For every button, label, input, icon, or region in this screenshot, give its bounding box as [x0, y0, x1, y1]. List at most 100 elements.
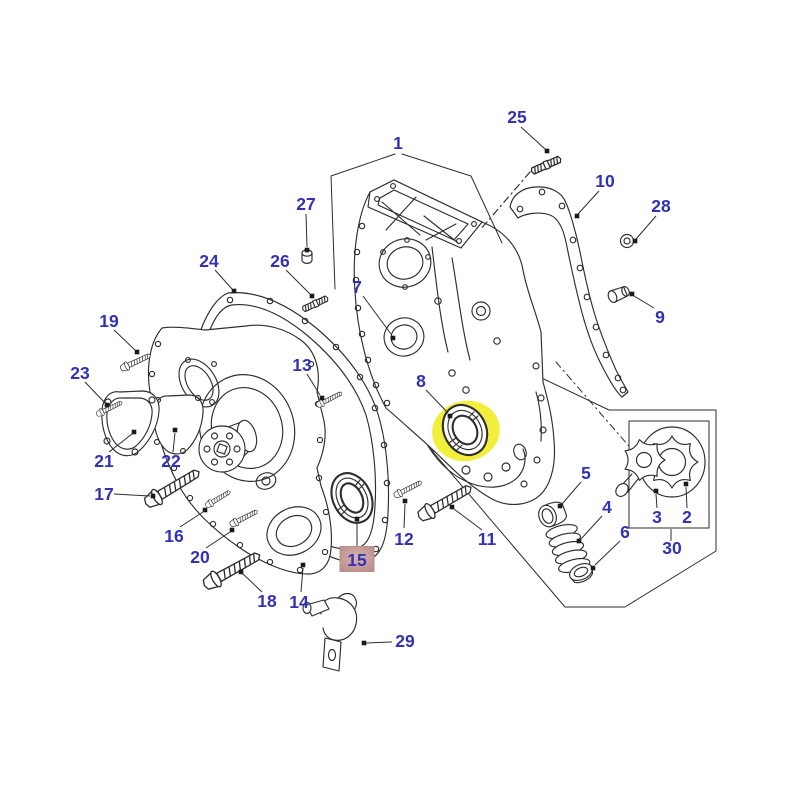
callout-12[interactable]: 12 [394, 498, 414, 549]
callout-25[interactable]: 25 [507, 107, 550, 154]
callout-3[interactable]: 3 [652, 488, 662, 527]
callout-number-14[interactable]: 14 [289, 592, 309, 612]
leader-dot-6 [590, 565, 596, 571]
callout-23[interactable]: 23 [70, 363, 110, 408]
callout-number-23[interactable]: 23 [70, 363, 90, 383]
leader-line-21 [108, 433, 133, 453]
callout-26[interactable]: 26 [270, 251, 315, 299]
callout-24[interactable]: 24 [199, 251, 237, 294]
callout-number-2[interactable]: 2 [682, 507, 692, 527]
callout-30[interactable]: 30 [662, 529, 682, 558]
leader-dot-15 [354, 516, 360, 522]
callout-number-17[interactable]: 17 [94, 484, 113, 504]
leader-line-29 [365, 641, 393, 644]
leader-line-28 [635, 215, 657, 240]
callout-number-26[interactable]: 26 [270, 251, 290, 271]
leader-dot-27 [304, 247, 310, 253]
callout-number-6[interactable]: 6 [620, 522, 630, 542]
callout-27[interactable]: 27 [296, 194, 316, 253]
callout-7[interactable]: 7 [352, 277, 396, 341]
callout-28[interactable]: 28 [632, 196, 671, 244]
part-25-stud-art [529, 154, 563, 176]
callout-number-4[interactable]: 4 [602, 497, 612, 517]
callout-number-9[interactable]: 9 [655, 307, 665, 327]
leader-dot-22 [172, 427, 178, 433]
callout-11[interactable]: 11 [449, 504, 497, 549]
callout-4[interactable]: 4 [576, 497, 612, 544]
callout-number-5[interactable]: 5 [581, 463, 591, 483]
leader-line-16 [179, 511, 204, 528]
leader-dot-20 [229, 527, 235, 533]
callout-15[interactable]: 15 [339, 516, 375, 572]
part-12-bolt-art [392, 478, 424, 500]
callout-17[interactable]: 17 [94, 484, 156, 504]
callout-number-16[interactable]: 16 [164, 526, 184, 546]
leader-dot-4 [576, 538, 582, 544]
callout-number-25[interactable]: 25 [507, 107, 527, 127]
callout-22[interactable]: 22 [161, 427, 181, 471]
callout-13[interactable]: 13 [292, 355, 325, 401]
leader-line-24 [214, 269, 233, 290]
callout-16[interactable]: 16 [164, 507, 208, 546]
part-29-clip-art [302, 592, 358, 672]
callout-8[interactable]: 8 [416, 371, 453, 419]
leader-line-8 [425, 389, 449, 414]
part-8-oil-seal-art [441, 403, 489, 457]
callout-18[interactable]: 18 [238, 569, 277, 611]
leader-dot-29 [361, 640, 367, 646]
leader-dot-19 [134, 349, 140, 355]
leader-dot-12 [402, 498, 408, 504]
leader-dot-5 [557, 503, 563, 509]
callout-10[interactable]: 10 [574, 171, 615, 219]
callout-number-1[interactable]: 1 [393, 133, 403, 153]
leader-dot-26 [309, 293, 315, 299]
part-28-grommet-art [619, 233, 635, 249]
callout-number-7[interactable]: 7 [352, 277, 362, 297]
callout-29[interactable]: 29 [361, 631, 415, 651]
callout-number-27[interactable]: 27 [296, 194, 315, 214]
callout-number-19[interactable]: 19 [99, 311, 119, 331]
callout-number-18[interactable]: 18 [257, 591, 277, 611]
leader-dot-9 [629, 291, 635, 297]
callout-number-8[interactable]: 8 [416, 371, 426, 391]
leader-line-6 [594, 540, 621, 566]
leader-dot-14 [300, 562, 306, 568]
callout-number-15[interactable]: 15 [347, 550, 367, 570]
part-1-7-timing-cover-assembly-art [352, 179, 556, 506]
callout-number-12[interactable]: 12 [394, 529, 414, 549]
callout-number-20[interactable]: 20 [190, 547, 210, 567]
leader-dot-28 [632, 238, 638, 244]
callout-number-10[interactable]: 10 [595, 171, 615, 191]
callout-5[interactable]: 5 [557, 463, 591, 509]
callout-19[interactable]: 19 [99, 311, 140, 355]
callout-number-22[interactable]: 22 [161, 451, 181, 471]
callout-number-29[interactable]: 29 [395, 631, 415, 651]
leader-line-13 [306, 373, 321, 396]
callout-number-28[interactable]: 28 [651, 196, 671, 216]
callout-2[interactable]: 2 [682, 481, 692, 527]
callout-14[interactable]: 14 [289, 562, 309, 612]
leader-line-4 [580, 515, 603, 540]
selected-part-box[interactable] [339, 546, 375, 572]
callout-number-13[interactable]: 13 [292, 355, 312, 375]
callout-number-21[interactable]: 21 [94, 451, 114, 471]
leader-line-5 [561, 481, 582, 505]
leader-dot-18 [238, 569, 244, 575]
leader-dot-10 [574, 213, 580, 219]
leader-dot-13 [319, 395, 325, 401]
callout-20[interactable]: 20 [190, 527, 235, 567]
callout-1[interactable]: 1 [393, 133, 403, 153]
callout-9[interactable]: 9 [629, 291, 665, 327]
part-21-cover-plate-art [101, 390, 160, 457]
callout-number-3[interactable]: 3 [652, 507, 662, 527]
part-15-oil-seal-art [330, 472, 374, 524]
callout-6[interactable]: 6 [590, 522, 630, 571]
callout-21[interactable]: 21 [94, 429, 137, 471]
callout-number-11[interactable]: 11 [478, 529, 497, 549]
leader-line-3 [655, 493, 658, 509]
callout-number-30[interactable]: 30 [662, 538, 682, 558]
callout-number-24[interactable]: 24 [199, 251, 219, 271]
leader-line-9 [633, 295, 655, 309]
